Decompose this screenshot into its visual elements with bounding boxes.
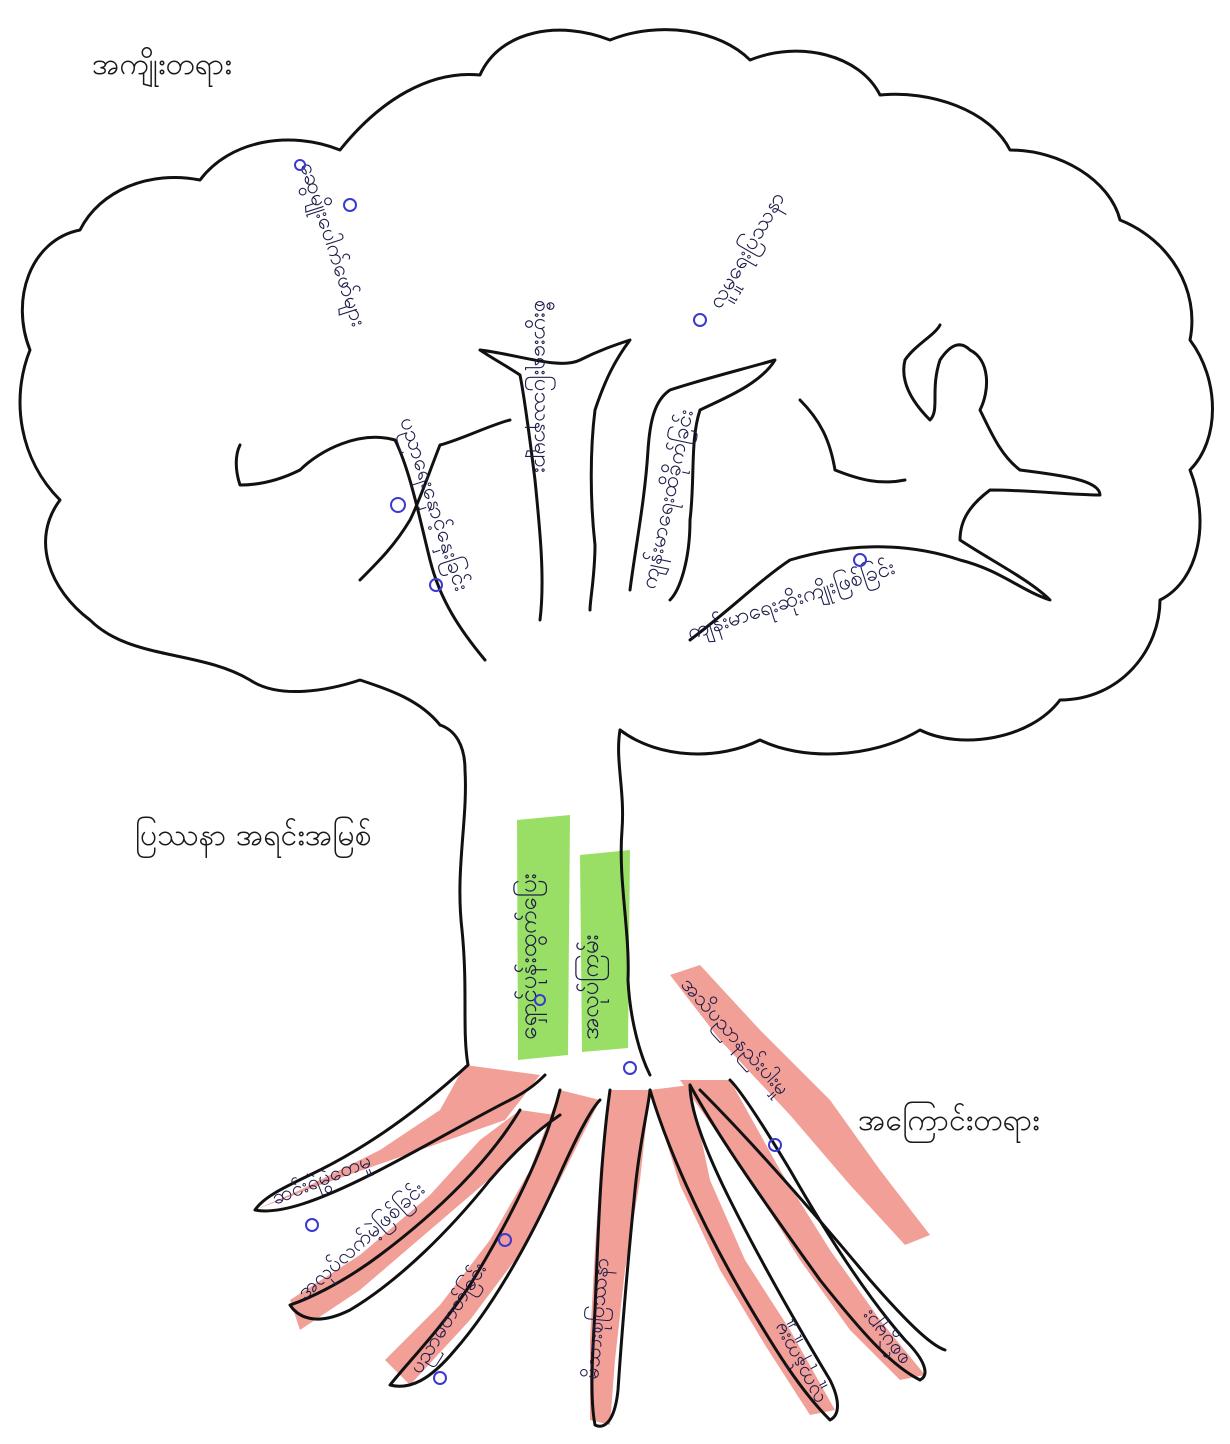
branch-text-3: စီးပွားရေးပြဿနာများ bbox=[524, 300, 556, 473]
branch-outline-2 bbox=[480, 340, 630, 620]
trunk-text-2: အလုပ်ကြမ်း bbox=[574, 934, 609, 1040]
branch-text-5: လူမှုရေးပြဿနာ bbox=[702, 187, 794, 315]
causes-label: အကြောင်းတရား bbox=[858, 1100, 1040, 1145]
branch-text-6: ကျန်းမာရေးဆိုးကျိုးဖြစ်ခြင်း bbox=[684, 553, 900, 650]
tree-trunk-left bbox=[440, 725, 468, 1065]
tree-canopy-outline bbox=[20, 30, 1213, 754]
core-problem-label: ပြဿနာ အရင်းအမြစ် bbox=[135, 815, 372, 860]
branch-outline-5 bbox=[800, 400, 905, 482]
branch-text-1: ဆွေမျိုးပေါက်ဖော်များ bbox=[290, 159, 372, 331]
effects-label: အကျိုးတရား bbox=[92, 44, 232, 89]
